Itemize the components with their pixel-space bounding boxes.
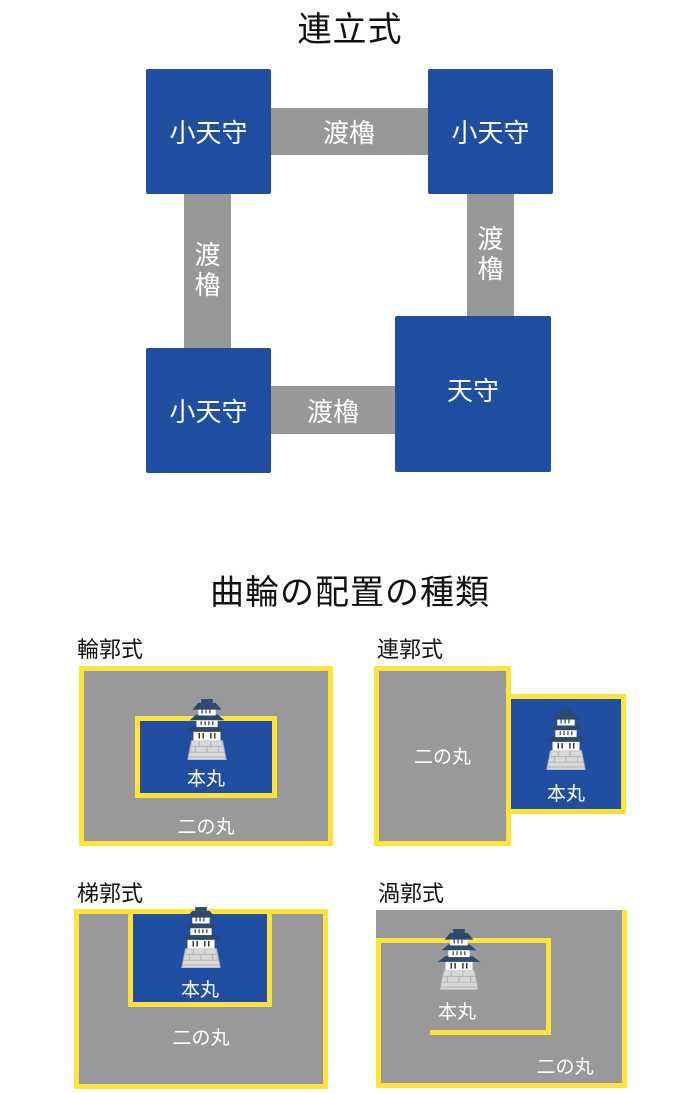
small-tower-top-left-label: 小天守 [169, 119, 248, 149]
renritsu-title: 連立式 [297, 10, 403, 50]
kakaku-border-right [622, 910, 627, 1088]
kakaku-label: 渦郭式 [378, 882, 445, 907]
bridge-top: 渡櫓 [268, 108, 430, 155]
kakaku-border-bottom [376, 1083, 627, 1088]
kakaku-border-left [376, 938, 381, 1088]
main-tower: 天守 [395, 316, 551, 472]
bridge-top-label: 渡櫓 [322, 119, 375, 149]
rinkaku-label: 輪郭式 [77, 638, 144, 663]
bridge-bottom-label: 渡櫓 [306, 397, 359, 428]
castle-icon [172, 906, 230, 968]
teikaku-label: 梯郭式 [77, 882, 144, 907]
kakaku-ninomaru-label: 二の丸 [536, 1056, 594, 1078]
main-tower-label: 天守 [446, 376, 499, 407]
castle-icon [178, 698, 236, 760]
bridge-right-label-1: 渡 [477, 225, 504, 255]
bridge-left: 渡 櫓 [184, 192, 231, 350]
renkaku-ninomaru-label: 二の丸 [413, 746, 471, 768]
rinkaku-honmaru-label: 本丸 [186, 768, 225, 790]
small-tower-top-right: 小天守 [428, 69, 553, 194]
castle-icon [430, 928, 488, 990]
kakaku-honmaru-label: 本丸 [437, 1001, 476, 1023]
bridge-right-label-2: 櫓 [477, 255, 504, 285]
rinkaku-ninomaru-label: 二の丸 [177, 816, 235, 838]
layouts-title: 曲輪の配置の種類 [210, 573, 490, 613]
castle-icon [537, 708, 595, 770]
small-tower-bottom-left: 小天守 [146, 348, 271, 473]
kakaku-border-inner-bottom [430, 1030, 551, 1035]
renkaku-honmaru-label: 本丸 [546, 783, 585, 805]
bridge-right: 渡 櫓 [467, 192, 514, 318]
bridge-left-label-1: 渡 [194, 241, 221, 271]
teikaku-honmaru-label: 本丸 [180, 979, 219, 1001]
renritsu-diagram: 渡櫓 渡 櫓 渡 櫓 渡櫓 小天守 小天守 小天守 天守 [0, 0, 700, 500]
small-tower-top-left: 小天守 [146, 69, 271, 194]
renkaku-label: 連郭式 [377, 638, 444, 663]
bridge-bottom: 渡櫓 [268, 386, 398, 434]
small-tower-top-right-label: 小天守 [451, 119, 530, 149]
small-tower-bottom-left-label: 小天守 [169, 398, 248, 428]
kakaku-border-inner-right [546, 938, 551, 1035]
bridge-left-label-2: 櫓 [194, 271, 221, 301]
renkaku-ninomaru-area [374, 666, 511, 846]
teikaku-ninomaru-label: 二の丸 [172, 1027, 230, 1049]
